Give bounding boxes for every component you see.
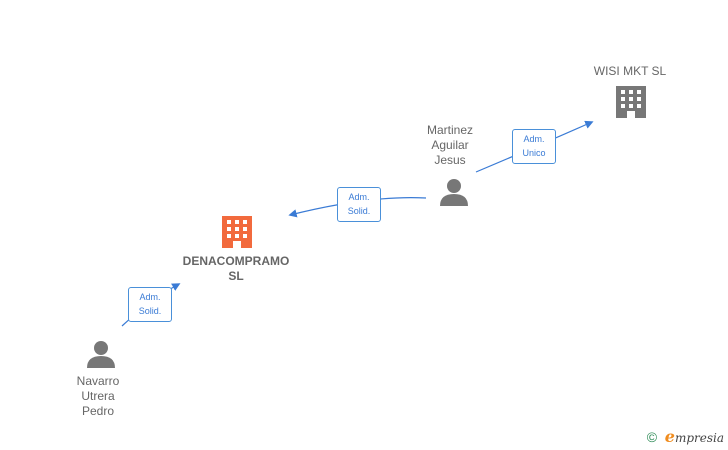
node-label-denacompramo[interactable]: DENACOMPRAMO SL (166, 254, 306, 284)
navarro-line3: Pedro (81, 404, 115, 418)
edge-label-martinez-to-wisi: Adm. Unico (512, 129, 556, 164)
edge-role-line1: Adm. (139, 292, 161, 302)
navarro-line1: Navarro (76, 374, 120, 388)
brand-rest: mpresia (674, 431, 724, 445)
building-icon-denacompramo[interactable] (222, 216, 252, 248)
brand-initial: e (664, 427, 675, 446)
brand-logo: empresia (665, 427, 724, 446)
edge-role-line1: Adm. (348, 192, 370, 202)
building-icon-wisi[interactable] (616, 86, 646, 118)
copyright-icon: © (646, 429, 658, 445)
martinez-line2: Aguilar (431, 138, 469, 152)
wisi-name: WISI MKT SL (593, 64, 667, 78)
node-label-wisi[interactable]: WISI MKT SL (580, 64, 680, 79)
edge-label-navarro-to-denacompramo: Adm. Solid. (128, 287, 172, 322)
node-label-martinez[interactable]: Martinez Aguilar Jesus (410, 123, 490, 168)
denacompramo-line1: DENACOMPRAMO (182, 254, 290, 268)
edge-label-martinez-to-denacompramo: Adm. Solid. (337, 187, 381, 222)
edge-role-line2: Unico (522, 148, 546, 158)
node-label-navarro[interactable]: Navarro Utrera Pedro (58, 374, 138, 419)
edge-role-line2: Solid. (138, 306, 162, 316)
denacompramo-line2: SL (228, 269, 244, 283)
person-icon-martinez[interactable] (440, 179, 468, 206)
martinez-line3: Jesus (434, 153, 466, 167)
footer-brand: © empresia (647, 427, 724, 446)
martinez-line1: Martinez (426, 123, 473, 137)
edge-role-line1: Adm. (523, 134, 545, 144)
edge-role-line2: Solid. (347, 206, 371, 216)
navarro-line2: Utrera (81, 389, 115, 403)
person-icon-navarro[interactable] (87, 341, 115, 368)
